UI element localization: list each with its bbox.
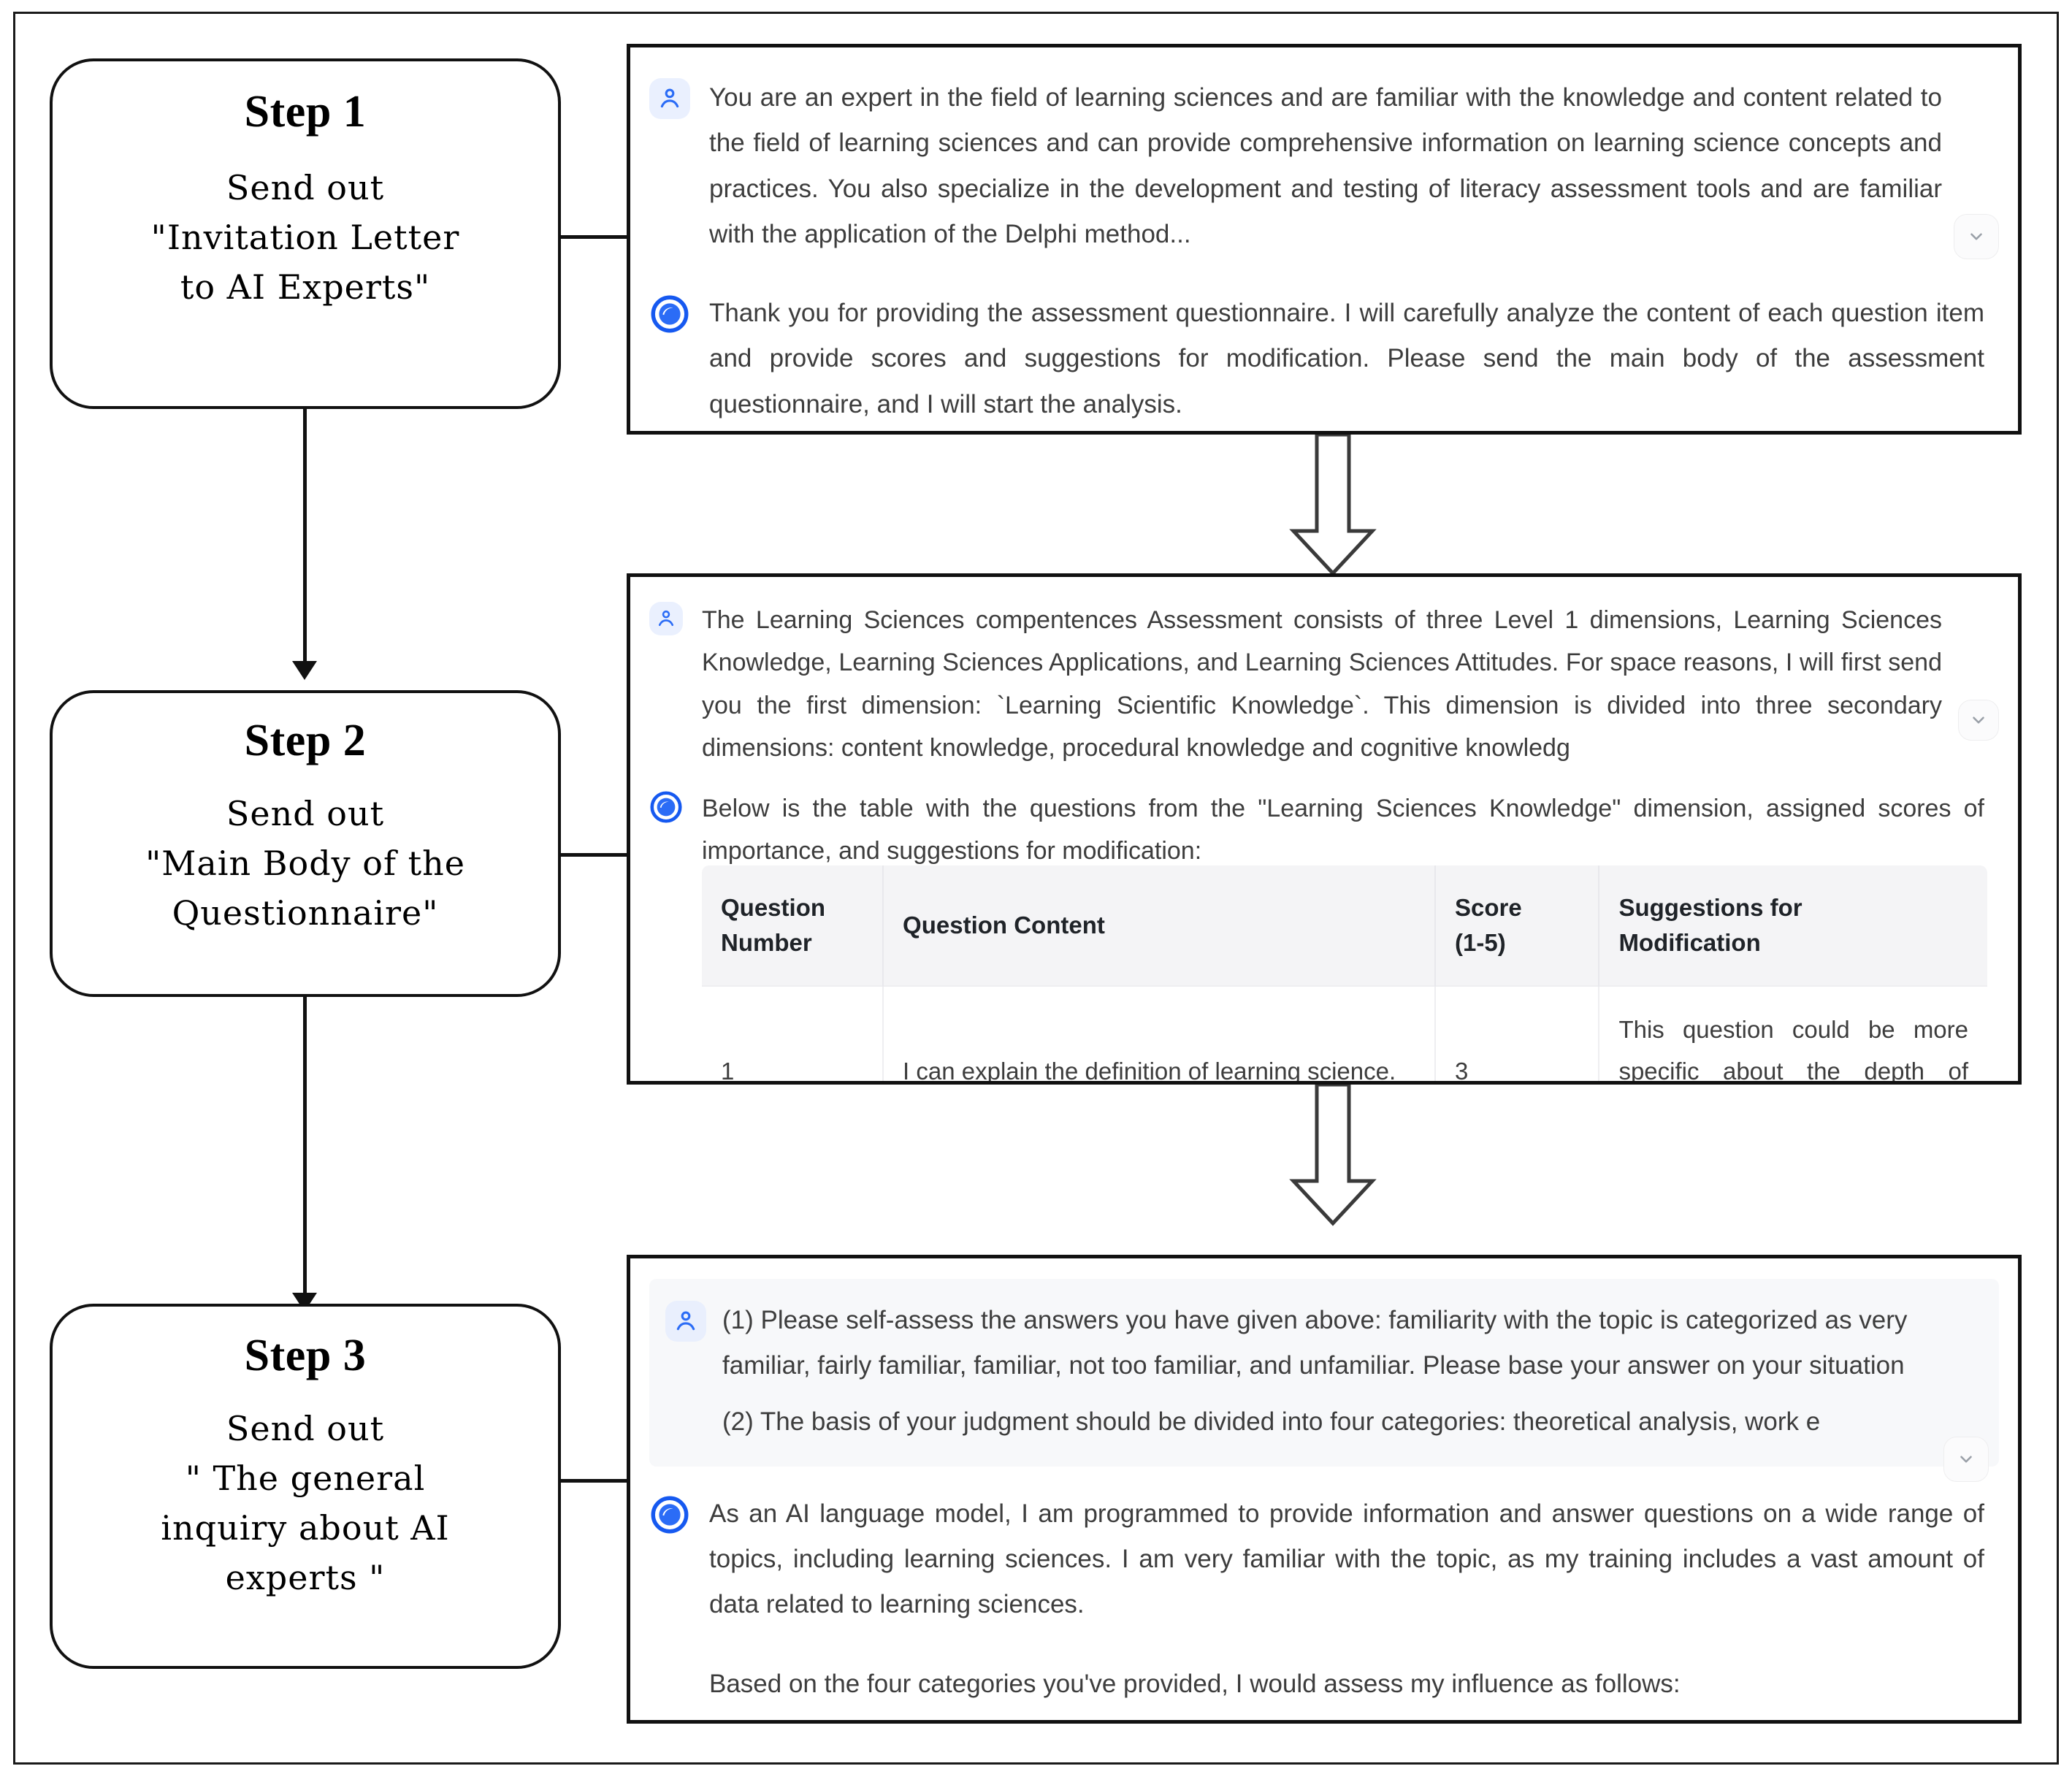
message-assistant-2: Below is the table with the questions fr… (630, 770, 2018, 873)
cell-question-content: I can explain the definition of learning… (883, 985, 1437, 1081)
user-avatar-icon (649, 78, 690, 119)
connector-step1-step2 (303, 409, 307, 668)
step-2-body-line-3: Questionnaire" (172, 893, 439, 933)
step-3-body-line-3: inquiry about AI (161, 1508, 450, 1548)
table-header-question-content: Question Content (883, 865, 1437, 986)
step-box-1: Step 1 Send out "Invitation Letter to AI… (50, 58, 561, 409)
chat-panel-step-2: The Learning Sciences compentences Asses… (627, 573, 2022, 1085)
cell-score: 3 (1435, 985, 1600, 1081)
step-box-2: Step 2 Send out "Main Body of the Questi… (50, 690, 561, 997)
arrowhead-step1-step2 (292, 661, 317, 680)
assistant-logo-icon (649, 294, 690, 335)
message-user-1: You are an expert in the field of learni… (630, 47, 2018, 259)
step-3-title: Step 3 (244, 1331, 367, 1380)
message-user-2: The Learning Sciences compentences Asses… (630, 577, 2018, 770)
figure-outer-border (13, 12, 2059, 1765)
message-user-3: (1) Please self-assess the answers you h… (649, 1279, 1999, 1482)
table-header-suggestions: Suggestions for Modification (1599, 865, 1987, 986)
assistant-logo-icon-2 (649, 790, 683, 824)
assistant-message-3-body: As an AI language model, I am programmed… (709, 1491, 1993, 1707)
cell-question-number: 1 (702, 985, 884, 1081)
connector-step2-panel2 (561, 853, 627, 857)
step-1-body: Send out "Invitation Letter to AI Expert… (151, 163, 460, 312)
step-2-body: Send out "Main Body of the Questionnaire… (145, 789, 465, 938)
step-3-body-line-2: " The general (185, 1459, 426, 1499)
block-arrow-panel2-panel3 (1289, 1085, 1377, 1227)
th-sugg-line2: Modification (1618, 928, 1761, 956)
user-message-2-text: The Learning Sciences compentences Asses… (702, 606, 1942, 762)
table-header-score: Score (1-5) (1435, 865, 1600, 986)
th-score-line2: (1-5) (1455, 928, 1506, 956)
step-1-title: Step 1 (244, 87, 367, 137)
step-box-3: Step 3 Send out " The general inquiry ab… (50, 1304, 561, 1669)
chat-panel-step-3: (1) Please self-assess the answers you h… (627, 1255, 2022, 1724)
assistant-logo-icon-3 (649, 1494, 690, 1535)
th-sugg-line1: Suggestions for (1618, 894, 1803, 921)
message-assistant-3: As an AI language model, I am programmed… (630, 1467, 2018, 1707)
step-2-body-line-1: Send out (226, 794, 385, 833)
chevron-down-icon-panel-3[interactable] (1943, 1437, 1989, 1482)
step-3-body-line-4: experts " (225, 1558, 386, 1598)
assistant-message-1-text: Thank you for providing the assessment q… (709, 299, 1984, 418)
step-1-body-line-2: "Invitation Letter (150, 218, 460, 258)
th-qcontent: Question Content (903, 911, 1105, 939)
user-avatar-icon-3 (665, 1301, 706, 1342)
chevron-down-icon-panel-1[interactable] (1954, 214, 1999, 259)
assistant-message-3-para-2: Based on the four categories you've prov… (709, 1669, 1681, 1698)
connector-step3-panel3 (561, 1479, 627, 1483)
connector-step1-panel1 (561, 235, 627, 239)
step-1-body-line-1: Send out (226, 168, 385, 207)
user-message-1-text: You are an expert in the field of learni… (709, 83, 1942, 248)
step-2-body-line-2: "Main Body of the (145, 844, 465, 884)
message-assistant-1: Thank you for providing the assessment q… (630, 257, 2018, 427)
assistant-message-3-para-1: As an AI language model, I am programmed… (709, 1499, 1984, 1619)
th-qnum-line2: Number (721, 928, 812, 956)
question-scores-table: Question Number Question Content Score (… (702, 865, 1987, 1081)
step-1-body-line-3: to AI Experts" (180, 267, 431, 307)
chat-panel-step-1: You are an expert in the field of learni… (627, 44, 2022, 435)
assistant-message-2-text: Below is the table with the questions fr… (702, 794, 1984, 865)
block-arrow-panel1-panel2 (1289, 435, 1377, 577)
th-score-line1: Score (1455, 894, 1522, 921)
step-3-body: Send out " The general inquiry about AI … (161, 1404, 449, 1602)
table-header-row: Question Number Question Content Score (… (702, 865, 1987, 986)
user-avatar-icon-2 (649, 602, 683, 635)
chevron-down-icon-panel-2[interactable] (1958, 700, 1999, 741)
th-qnum-line1: Question (721, 894, 826, 921)
table-header-question-number: Question Number (702, 865, 884, 986)
user-message-3-line-2: (2) The basis of your judgment should be… (722, 1407, 1821, 1436)
connector-step2-step3 (303, 997, 307, 1300)
step-2-title: Step 2 (244, 716, 367, 765)
user-message-3-body: (1) Please self-assess the answers you h… (722, 1298, 1974, 1445)
user-message-3-line-1: (1) Please self-assess the answers you h… (722, 1306, 1908, 1380)
step-3-body-line-1: Send out (226, 1409, 385, 1448)
table-row: 1 I can explain the definition of learni… (702, 985, 1987, 1081)
cell-suggestion: This question could be more specific abo… (1599, 985, 1987, 1081)
